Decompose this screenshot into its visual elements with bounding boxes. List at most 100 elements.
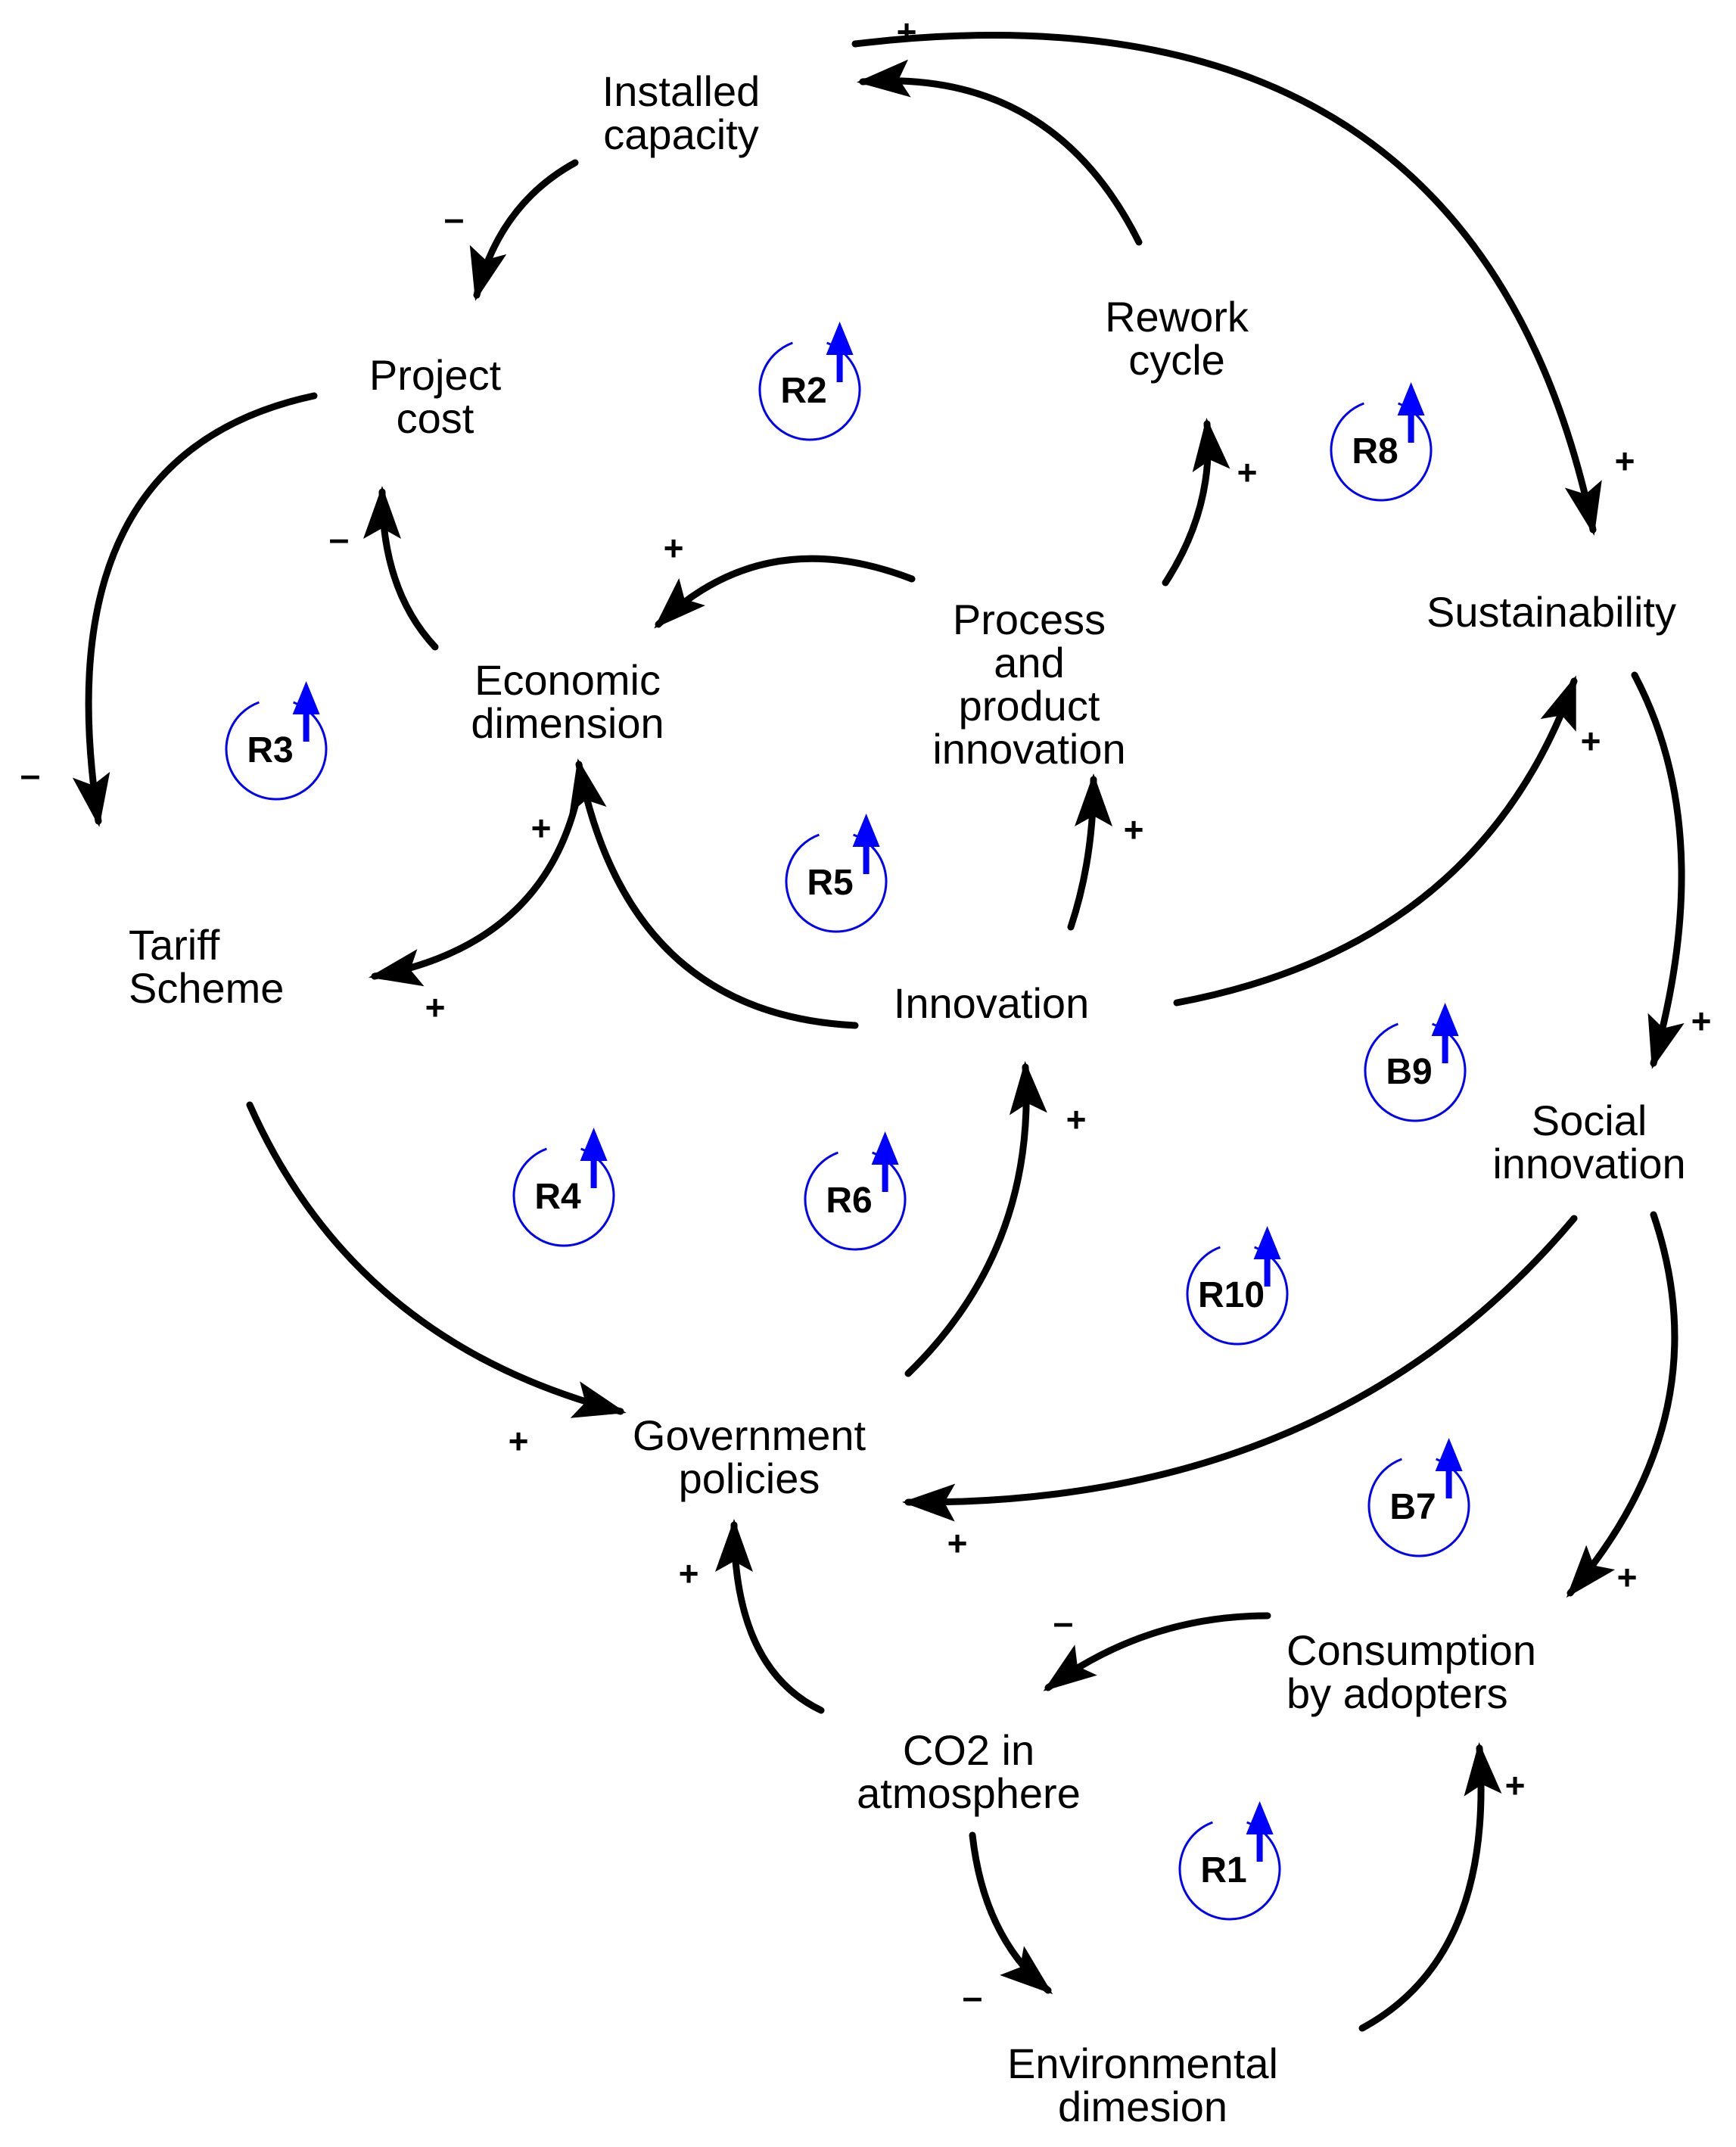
node-sustainability: Sustainability [1426, 588, 1676, 636]
link-innovation-to-process [1067, 773, 1112, 931]
polarity-capacity-to-sustainability: + [897, 12, 917, 51]
link-process-to-economic [654, 555, 916, 629]
polarity-economic-to-cost: – [329, 519, 350, 559]
polarity-consumption-to-co2: – [1053, 1603, 1074, 1643]
loop-r2: R2 [758, 322, 861, 441]
loop-arrow-up-icon [580, 1128, 608, 1161]
link-government-to-innovation [904, 1061, 1047, 1377]
loop-arrow-up-icon [1246, 1801, 1274, 1834]
loop-arrow-shaft [863, 844, 870, 874]
loop-r6: R6 [804, 1131, 907, 1251]
loop-arc [225, 701, 328, 801]
loop-r4: R4 [512, 1128, 615, 1247]
polarity-process-to-economic: + [664, 528, 684, 568]
loop-arc [512, 1147, 615, 1247]
polarity-innovation-to-sustainability: + [1581, 721, 1601, 761]
loop-arc [1330, 402, 1433, 502]
link-innovation-to-sustainability [1173, 675, 1578, 1007]
link-sustainability-to-social [1631, 671, 1685, 1069]
loop-arrow-shaft [590, 1158, 597, 1188]
link-process-to-rework [1162, 418, 1230, 587]
polarity-co2-to-government: + [679, 1554, 699, 1593]
loop-b9: B9 [1364, 1003, 1467, 1122]
loop-arrow-shaft [1256, 1831, 1263, 1862]
loop-label: R1 [1200, 1850, 1246, 1890]
node-co2-in-atmosphere: CO2 in atmosphere [857, 1726, 1081, 1817]
link-social-to-consumption [1566, 1211, 1678, 1598]
link-consumption-to-co2 [1043, 1612, 1271, 1691]
loop-arrow-shaft [1442, 1033, 1448, 1063]
loop-arrow-up-icon [1431, 1003, 1459, 1036]
loop-arrow-shaft [1408, 412, 1414, 443]
loop-r1: R1 [1178, 1801, 1281, 1921]
node-consumption-by-adopters: Consumption by adopters [1286, 1626, 1536, 1717]
node-installed-capacity: Installed capacity [602, 67, 761, 158]
loop-label: R5 [807, 863, 853, 903]
loop-label: R4 [534, 1177, 581, 1217]
polarity-social-to-government: + [947, 1523, 968, 1563]
loop-arrow-up-icon [852, 814, 880, 847]
node-innovation: Innovation [893, 979, 1090, 1027]
link-capacity-to-cost [469, 159, 579, 301]
loop-label: R8 [1352, 431, 1398, 471]
link-tariff-to-government [246, 1101, 627, 1418]
loop-label: R6 [826, 1181, 872, 1221]
link-rework-to-capacity [857, 59, 1143, 246]
loop-r3: R3 [225, 681, 328, 801]
polarity-environmental-to-consumption: + [1505, 1766, 1526, 1805]
polarity-cost-to-tariff: – [20, 755, 41, 795]
loop-arc [804, 1151, 907, 1251]
polarity-tariff-to-government: + [509, 1421, 529, 1461]
loop-arrow-up-icon [292, 681, 320, 714]
link-cost-to-tariff [72, 392, 318, 827]
polarity-social-to-consumption: + [1617, 1557, 1638, 1597]
node-government-policies: Government policies [632, 1411, 866, 1502]
link-co2-to-government [715, 1519, 825, 1714]
node-tariff-scheme: Tariff Scheme [129, 921, 285, 1012]
loop-arc [1178, 1821, 1281, 1921]
polarity-economic-to-tariff: + [425, 988, 446, 1027]
polarity-sustainability-to-social: + [1691, 1001, 1712, 1041]
polarity-process-to-rework: + [1237, 453, 1258, 492]
polarity-capacity-to-sustainability-tail: + [1615, 441, 1635, 481]
link-environmental-to-consumption [1358, 1742, 1502, 2032]
loop-arrow-shaft [836, 352, 843, 382]
link-capacity-to-sustainability [851, 32, 1602, 536]
loop-arc [1364, 1022, 1467, 1122]
loop-arrow-up-icon [826, 322, 854, 355]
loop-arc [1367, 1458, 1470, 1557]
loop-arrow-up-icon [871, 1131, 899, 1165]
node-process-product-innovation: Process and product innovation [932, 596, 1126, 773]
loop-arc [1186, 1246, 1289, 1346]
loop-arc [758, 341, 861, 441]
link-co2-to-environmental [969, 1831, 1053, 1995]
polarity-innovation-to-economic: + [531, 808, 552, 848]
loop-arrow-shaft [882, 1162, 888, 1192]
loop-r8: R8 [1330, 382, 1433, 502]
node-social-innovation: Social innovation [1492, 1097, 1686, 1187]
loop-r5: R5 [785, 814, 888, 933]
loop-label: R2 [780, 371, 826, 411]
loop-label: B7 [1389, 1487, 1436, 1527]
polarity-government-to-innovation: + [1066, 1100, 1087, 1139]
link-economic-to-cost [363, 486, 439, 651]
link-innovation-to-economic [569, 758, 859, 1029]
loop-arrow-shaft [1445, 1468, 1452, 1498]
node-project-cost: Project cost [369, 351, 502, 442]
loop-arrow-up-icon [1397, 382, 1425, 415]
loop-b7: B7 [1367, 1438, 1470, 1557]
loop-arrow-shaft [303, 711, 310, 742]
loop-label: R10 [1198, 1275, 1265, 1315]
polarity-capacity-to-cost: – [444, 199, 465, 239]
node-economic-dimension: Economic dimension [471, 656, 664, 747]
link-social-to-government [902, 1215, 1578, 1522]
loop-arc [785, 833, 888, 933]
link-economic-to-tariff [369, 802, 579, 987]
loop-label: B9 [1386, 1052, 1432, 1092]
loop-r10: R10 [1186, 1226, 1289, 1346]
node-environmental-dimesion: Environmental dimesion [1007, 2040, 1278, 2130]
loop-label: R3 [247, 730, 293, 770]
node-rework-cycle: Rework cycle [1105, 293, 1249, 384]
